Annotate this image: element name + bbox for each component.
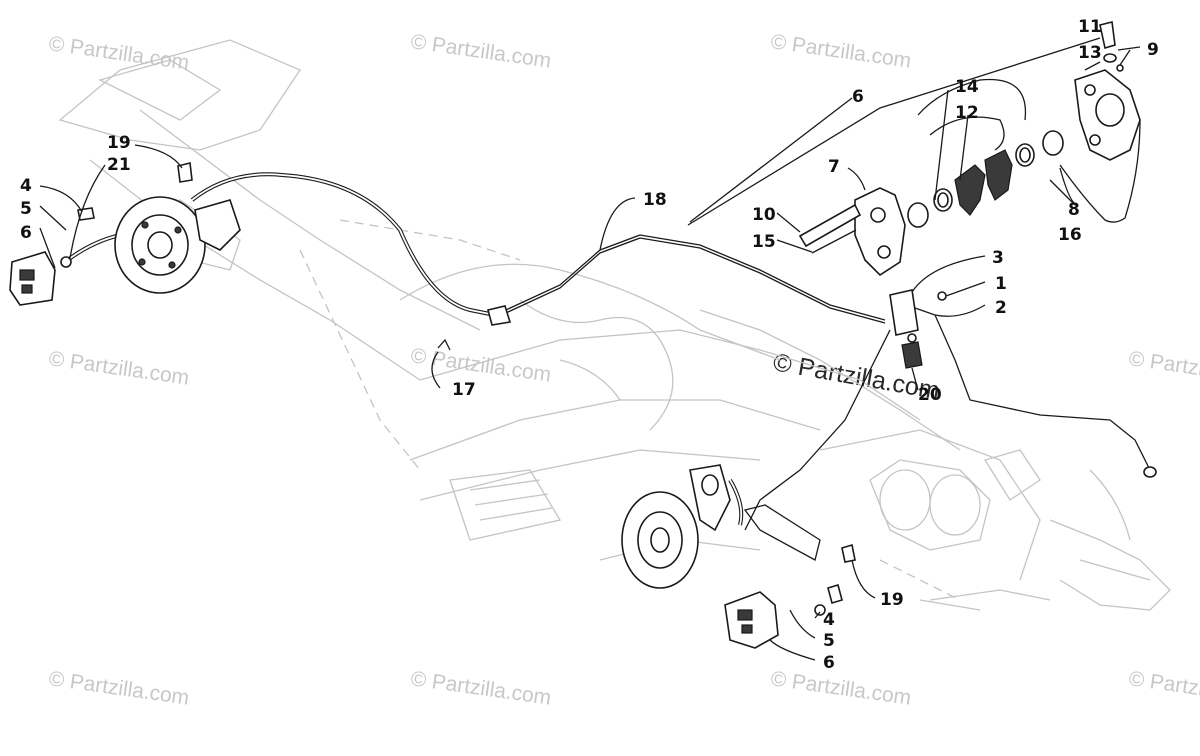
callout-15: 15 [752,232,776,252]
callout-10: 10 [752,205,776,225]
callout-1: 1 [995,274,1007,294]
callout-12: 12 [955,103,979,123]
atv-frame-outline [58,39,1171,611]
brake-switch-icon [889,289,919,336]
callout-18: 18 [643,190,667,210]
watermark: © Partzilla.com [47,347,190,389]
watermark: © Partzilla.com [769,667,912,709]
callout-13: 13 [1078,43,1102,63]
callout-19: 19 [107,133,131,153]
callout-4-bottom: 4 [823,610,835,630]
callout-9: 9 [1147,40,1159,60]
callout-11: 11 [1078,17,1102,37]
callouts: 4 5 6 19 21 18 17 6 7 10 15 14 12 11 13 … [20,17,1159,673]
callout-20: 20 [918,385,942,405]
callout-7: 7 [828,157,840,177]
watermark: © Partzilla.com [409,344,552,386]
callout-16: 16 [1058,225,1082,245]
callout-5: 5 [20,199,32,219]
watermark: © Partzilla.com [1127,347,1200,389]
callout-21: 21 [107,155,131,175]
callout-17: 17 [452,380,476,400]
callout-19-bottom: 19 [880,590,904,610]
brake-junction [437,289,947,369]
watermark: © Partzilla.com [409,30,552,72]
leader-lines [39,49,1131,661]
callout-6: 6 [20,223,32,243]
brake-hoses [63,172,1157,531]
brake-disc-left [114,196,241,294]
watermark: © Partzilla.com [409,667,552,709]
watermark: © Partzilla.com [769,30,912,72]
callout-6-top: 6 [852,87,864,107]
brake-disc-bottom [621,464,856,605]
brake-caliper-icon [854,187,906,277]
callout-4: 4 [20,176,32,196]
watermark: © Partzilla.com [1127,667,1200,709]
callout-5-bottom: 5 [823,631,835,651]
callout-14: 14 [955,77,979,97]
watermarks: © Partzilla.com © Partzilla.com © Partzi… [47,30,1200,709]
callout-3: 3 [992,248,1004,268]
callout-8: 8 [1068,200,1080,220]
callout-6-bottom: 6 [823,653,835,673]
watermark: © Partzilla.com [47,32,190,74]
caliper-exploded-assembly [687,21,1141,277]
brake-caliper-bottom [724,591,826,649]
watermark: © Partzilla.com [47,667,190,709]
callout-2: 2 [995,298,1007,318]
